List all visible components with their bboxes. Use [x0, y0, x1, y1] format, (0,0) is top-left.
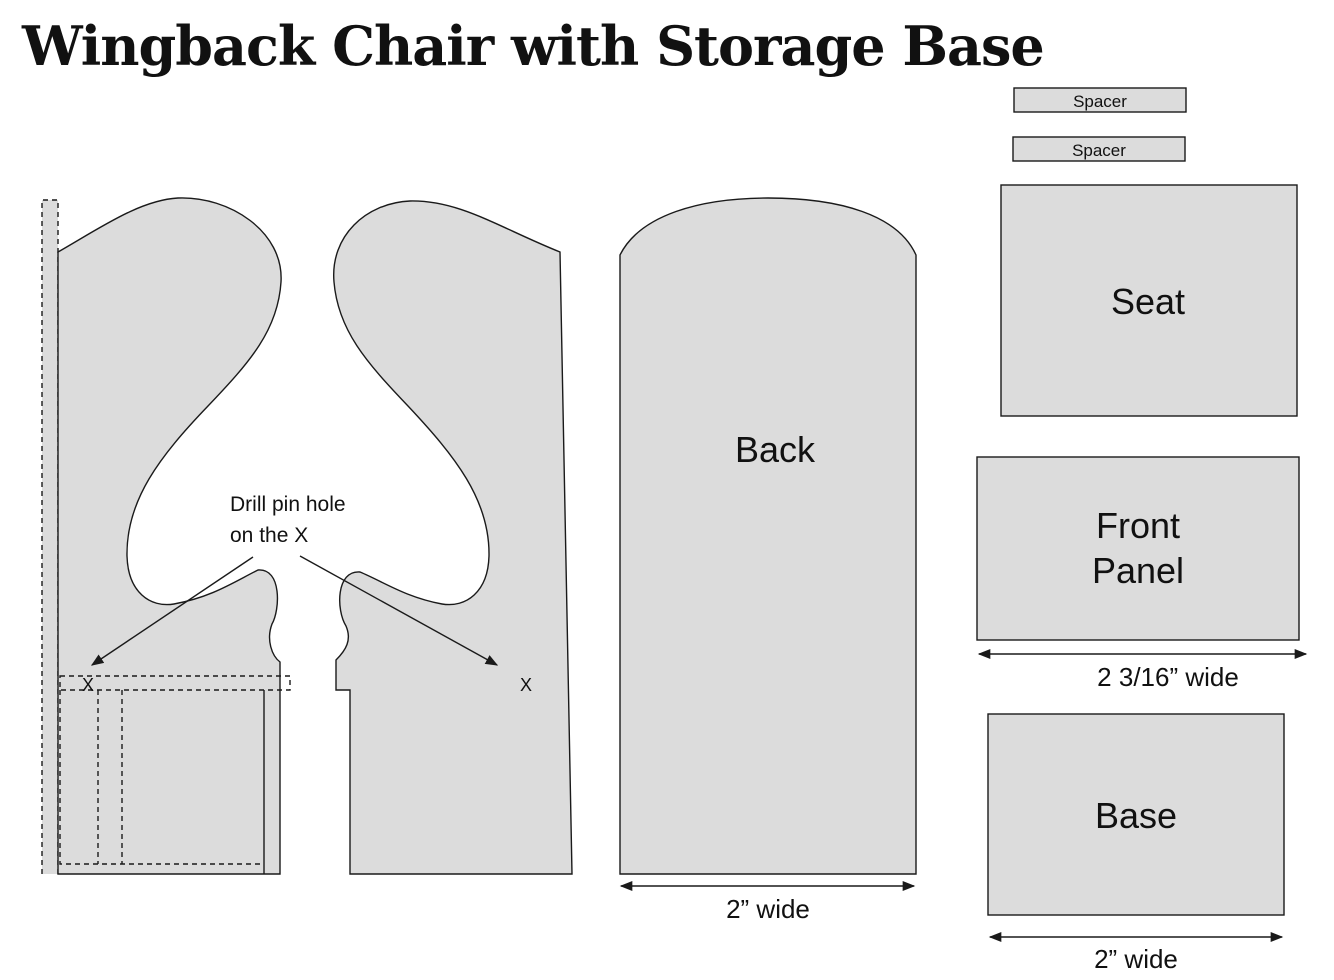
x-mark-right: X	[520, 675, 532, 695]
storage-divider-dashed	[97, 690, 123, 864]
drill-annotation: Drill pin hole on the X X X	[82, 493, 532, 695]
spacer-1-label: Spacer	[1073, 92, 1127, 111]
left-side-piece	[41, 197, 291, 875]
front-panel-rect	[976, 456, 1300, 641]
page-title: Wingback Chair with Storage Base	[22, 14, 1045, 78]
drill-arrow-right	[299, 555, 499, 666]
base-rect	[987, 713, 1285, 916]
right-wing-outline	[333, 200, 573, 875]
front-panel-width-label: 2 3/16” wide	[1097, 662, 1239, 692]
base-piece: Base 2” wide	[987, 713, 1285, 974]
drill-text-line2: on the X	[230, 524, 308, 547]
seat-piece: Seat	[1000, 184, 1298, 417]
base-width-label: 2” wide	[1094, 944, 1178, 974]
seat-rect	[1000, 184, 1298, 417]
drill-text-line1: Drill pin hole	[230, 493, 346, 516]
drill-arrow-left	[90, 556, 254, 666]
spacer-2-rect	[1012, 136, 1186, 162]
seat-label: Seat	[1111, 281, 1185, 322]
back-width-label: 2” wide	[726, 894, 810, 924]
left-strip-fill	[42, 200, 58, 874]
storage-top-dashed	[59, 675, 291, 691]
back-piece: Back 2” wide	[619, 197, 917, 924]
back-outline	[619, 197, 917, 875]
front-panel-piece: Front Panel 2 3/16” wide	[976, 456, 1308, 692]
right-side-piece	[333, 200, 573, 875]
front-panel-label-line2: Panel	[1092, 550, 1184, 591]
back-label: Back	[735, 429, 816, 470]
x-mark-left: X	[82, 675, 94, 695]
spacer-1: Spacer	[1013, 87, 1187, 113]
spacer-2: Spacer	[1012, 136, 1186, 162]
left-wing-outline	[57, 197, 282, 875]
front-panel-label-line1: Front	[1096, 505, 1180, 546]
base-label: Base	[1095, 795, 1177, 836]
spacer-1-rect	[1013, 87, 1187, 113]
spacer-2-label: Spacer	[1072, 141, 1126, 160]
storage-box-dashed	[59, 690, 262, 865]
